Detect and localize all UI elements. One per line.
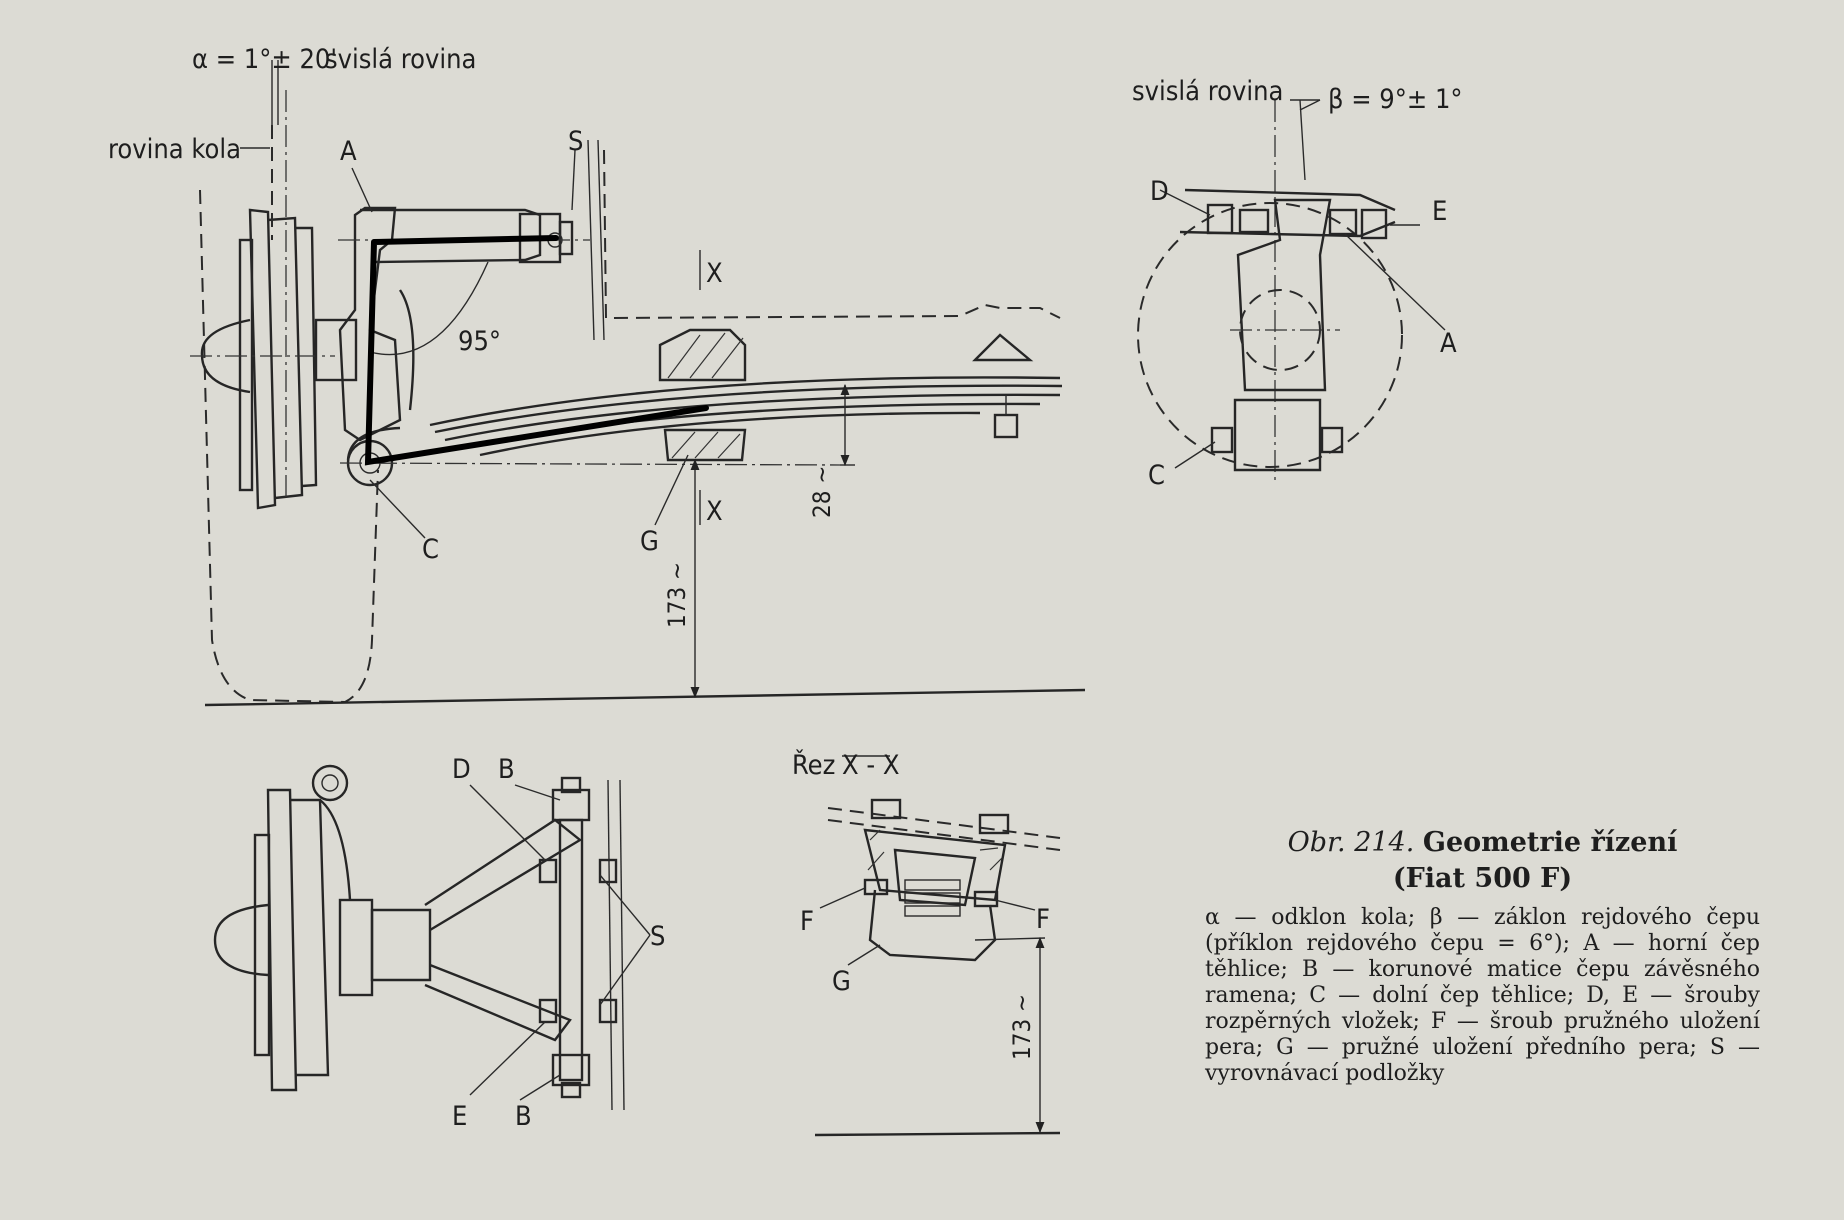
label-B-bottom: B: [515, 1101, 532, 1132]
side-view: svislá rovina β = 9°± 1° D E A C: [1132, 76, 1463, 491]
label-rovina-kola: rovina kola: [108, 134, 241, 165]
ground-line: [204, 688, 1086, 707]
front-view: α = 1°± 20' svislá rovina rovina kola A …: [108, 44, 1086, 707]
label-dim-173-front: 173 ~: [663, 562, 691, 628]
section-view: Řez X - X F F G 173 ~: [792, 749, 1061, 1137]
label-B-top: B: [498, 754, 515, 785]
caption-legend: α — odklon kola; β — záklon rejdového če…: [1205, 905, 1760, 1087]
caption-legend-text: α — odklon kola; β — záklon rejdového če…: [1205, 905, 1760, 1086]
label-D-side: D: [1150, 176, 1169, 207]
label-dim-28: 28 ~: [808, 466, 836, 518]
label-D-top: D: [452, 754, 471, 785]
top-view: D B S E B: [213, 754, 665, 1132]
label-S-front: S: [568, 126, 583, 157]
label-G-section: G: [832, 966, 851, 997]
label-E-top: E: [452, 1101, 467, 1132]
label-svisla-rovina-left: svislá rovina: [325, 44, 476, 75]
caption-title-main: Geometrie řízení: [1422, 827, 1678, 858]
label-angle-95: 95°: [458, 326, 501, 357]
geometry-overlay: [364, 235, 709, 466]
label-S-top: S: [650, 921, 665, 952]
label-rez-prefix: Řez: [792, 749, 835, 781]
label-X-bottom: X: [706, 496, 723, 527]
label-C-front: C: [422, 534, 439, 565]
label-A-front: A: [340, 136, 357, 167]
label-G-front: G: [640, 526, 659, 557]
label-C-side: C: [1148, 460, 1165, 491]
caption-figure-number: Obr. 214.: [1287, 827, 1415, 858]
label-A-side: A: [1440, 328, 1457, 359]
label-beta: β = 9°± 1°: [1328, 84, 1463, 115]
caption-title-sub: (Fiat 500 F): [1392, 863, 1573, 894]
label-F-right: F: [1036, 904, 1050, 935]
label-F-left: F: [800, 906, 814, 937]
label-X-top: X: [706, 258, 723, 289]
label-E-side: E: [1432, 196, 1447, 227]
label-dim-173-section: 173 ~: [1008, 994, 1036, 1060]
label-alpha: α = 1°± 20': [192, 44, 337, 75]
label-svisla-rovina-right: svislá rovina: [1132, 76, 1283, 107]
figure-caption: Obr. 214. Geometrie řízení (Fiat 500 F) …: [1205, 825, 1760, 1087]
label-rez-section: X - X: [842, 750, 899, 781]
caption-title: Obr. 214. Geometrie řízení (Fiat 500 F): [1205, 825, 1760, 897]
